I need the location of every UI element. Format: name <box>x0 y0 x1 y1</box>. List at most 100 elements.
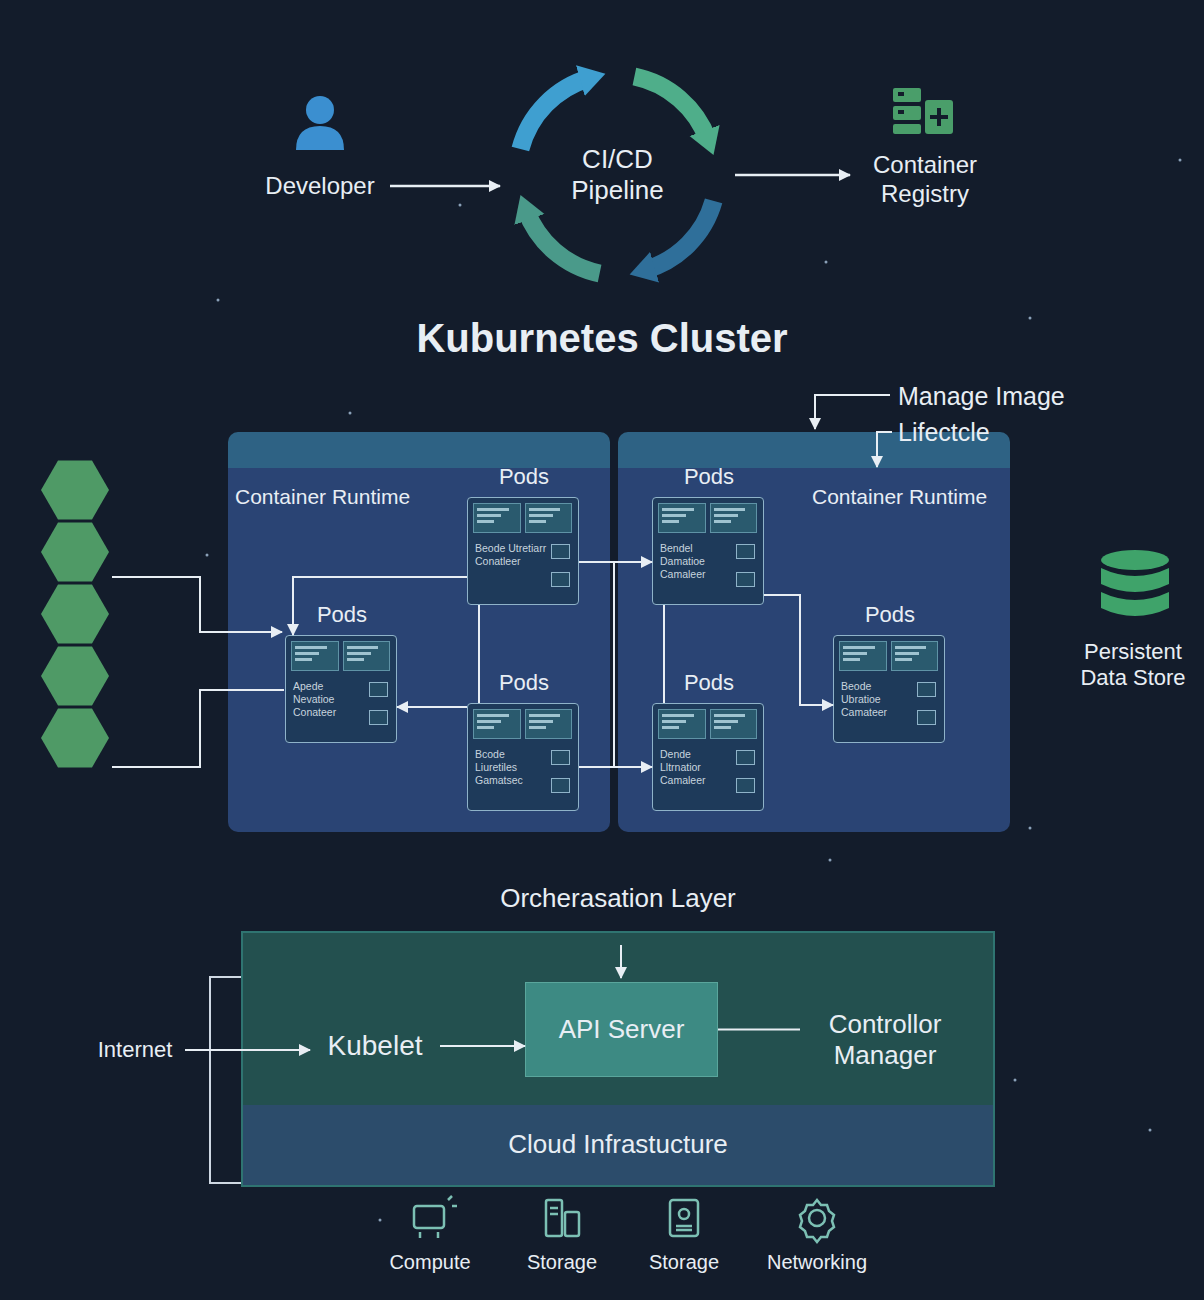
pod-header <box>291 641 390 671</box>
pod-header-bar <box>477 720 501 723</box>
pod-box: PodsBendel Damatioe Camaleer <box>652 497 764 605</box>
connector-line <box>390 185 500 188</box>
pod-header-bar <box>714 508 746 511</box>
pod-header-bar <box>529 520 546 523</box>
pod-header <box>658 503 757 533</box>
resource-label: Storage <box>502 1250 622 1274</box>
service-hexagons <box>41 461 109 768</box>
pod-header-cell <box>473 503 521 533</box>
runtime-label: Container Runtime <box>235 485 410 509</box>
pod-heading: Pods <box>633 464 785 490</box>
pod-badge <box>736 778 755 793</box>
datastore-node: Persistent Data Store <box>1068 632 1198 698</box>
pod-header-bar <box>662 514 686 517</box>
pod-header <box>473 503 572 533</box>
database-icon <box>1101 550 1169 616</box>
pod-box: PodsBeode Ubratioe Camateer <box>833 635 945 743</box>
pod-header-cell <box>658 503 706 533</box>
pod-badge <box>369 682 388 697</box>
pod-heading: Pods <box>266 602 418 628</box>
api-server-box: API Server <box>525 982 718 1077</box>
pod-header-bar <box>347 646 379 649</box>
kubelet-node: Kubelet <box>310 1025 440 1067</box>
pod-badge <box>736 572 755 587</box>
pod-badge <box>551 544 570 559</box>
pod-box: PodsBcode Liuretiles Gamatsec <box>467 703 579 811</box>
pod-header-bar <box>295 658 312 661</box>
pod-badge <box>551 750 570 765</box>
pod-body: Beode Utretiarr Conatleer <box>475 542 547 568</box>
kubelet-label: Kubelet <box>328 1029 423 1063</box>
pod-header-bar <box>477 726 494 729</box>
pod-header-bar <box>529 720 553 723</box>
callout-label: Manage Image Lifectcle <box>898 378 1098 450</box>
pod-header-bar <box>843 652 867 655</box>
resource-label: Networking <box>757 1250 877 1274</box>
cloud-band: Cloud Infrastucture <box>243 1105 993 1185</box>
pod-header-bar <box>477 514 501 517</box>
orchestration-band: Orcherasation LayerKubeletAPI ServerCont… <box>243 933 993 1185</box>
pod-header-bar <box>714 520 731 523</box>
developer-icon <box>296 96 344 150</box>
pod-header-bar <box>714 726 731 729</box>
pod-header-bar <box>477 508 509 511</box>
pod-header-bar <box>662 726 679 729</box>
pod-header-bar <box>295 652 319 655</box>
pipeline-cycle <box>520 77 713 274</box>
worker-node-panel: Container RuntimePodsBeode Utretiarr Con… <box>228 432 610 832</box>
pod-badge <box>369 710 388 725</box>
pod-header-bar <box>843 658 860 661</box>
internet-node: Internet <box>85 1032 185 1068</box>
pod-body: Apede Nevatioe Conateer <box>293 680 365 719</box>
resource-label: Storage <box>624 1250 744 1274</box>
pod-header-bar <box>529 714 561 717</box>
registry-node: Container Registry <box>850 146 1000 214</box>
pod-header-bar <box>477 520 494 523</box>
pod-header-bar <box>662 714 694 717</box>
pod-header-bar <box>347 658 364 661</box>
pod-header-bar <box>895 646 927 649</box>
pod-header <box>658 709 757 739</box>
connector-line <box>735 174 850 177</box>
pod-heading: Pods <box>633 670 785 696</box>
pod-body: Beode Ubratioe Camateer <box>841 680 913 719</box>
band-heading: Orcherasation Layer <box>243 883 993 914</box>
datastore-label: Persistent Data Store <box>1069 639 1197 692</box>
pod-box: PodsDende Lltrnatior Camaleer <box>652 703 764 811</box>
pod-header-cell <box>525 503 573 533</box>
worker-node-panel: Container RuntimePodsBendel Damatioe Cam… <box>618 432 1010 832</box>
pod-box: PodsBeode Utretiarr Conatleer <box>467 497 579 605</box>
pod-header-bar <box>295 646 327 649</box>
controller-label: Controllor Manager <box>802 1009 968 1071</box>
pod-header-cell <box>891 641 939 671</box>
pod-header-cell <box>525 709 573 739</box>
internet-bracket <box>210 977 243 1183</box>
pod-header-bar <box>714 714 746 717</box>
actor-label: Developer <box>265 172 374 201</box>
pod-header-bar <box>895 652 919 655</box>
pod-header-bar <box>529 508 561 511</box>
pod-body: Dende Lltrnatior Camaleer <box>660 748 732 787</box>
pod-heading: Pods <box>448 670 600 696</box>
pod-box: PodsApede Nevatioe Conateer <box>285 635 397 743</box>
pod-badge <box>551 572 570 587</box>
pod-header-bar <box>529 514 553 517</box>
pod-header <box>839 641 938 671</box>
cloud-label: Cloud Infrastucture <box>508 1129 728 1160</box>
pod-header-bar <box>662 520 679 523</box>
pod-header <box>473 709 572 739</box>
pod-header-bar <box>529 726 546 729</box>
pod-header-cell <box>710 503 758 533</box>
resource-label: Compute <box>370 1250 490 1274</box>
actor-node: Developer <box>250 166 390 206</box>
pod-header-cell <box>343 641 391 671</box>
pod-body: Bendel Damatioe Camaleer <box>660 542 732 581</box>
resource-icons <box>414 1196 834 1242</box>
pod-header-bar <box>477 714 509 717</box>
pod-header-cell <box>710 709 758 739</box>
api-server-label: API Server <box>559 1014 685 1045</box>
pipeline-node: CI/CD Pipeline <box>500 60 735 290</box>
diagram-title: Kuburnetes Cluster <box>0 316 1204 361</box>
pod-badge <box>736 544 755 559</box>
pod-header-bar <box>662 508 694 511</box>
